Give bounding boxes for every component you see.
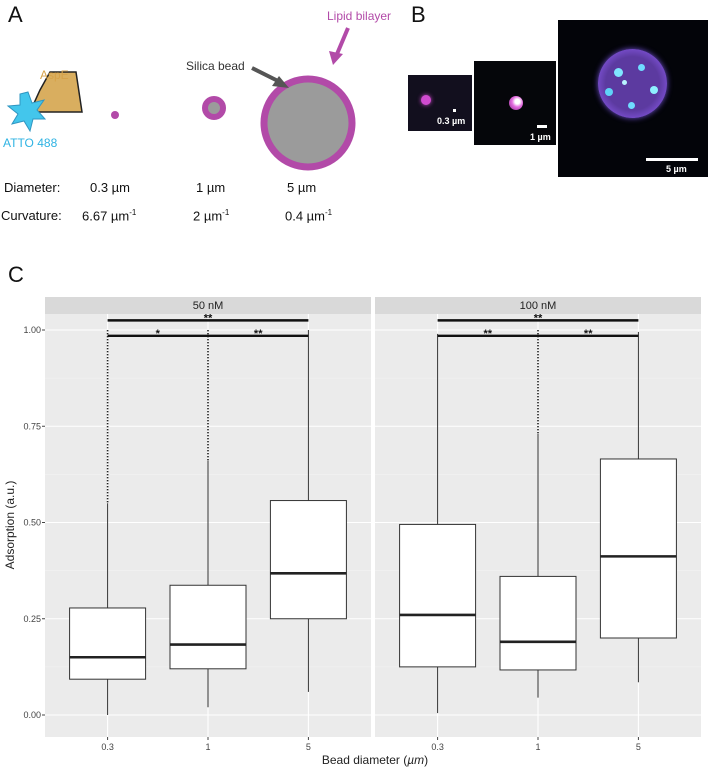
micrograph-5-spot-1 — [614, 68, 623, 77]
silica-arrow-line — [251, 66, 281, 84]
micrograph-0-3-bead — [421, 95, 431, 105]
significance-label: * — [156, 328, 161, 340]
scale-label-5: 5 µm — [666, 164, 687, 174]
x-tick-label: 5 — [306, 742, 311, 752]
lipid-arrow-line — [335, 27, 350, 55]
x-tick-label: 1 — [205, 742, 210, 752]
aspe-label: AspE — [40, 68, 69, 82]
x-axis-title-unit: µm — [407, 753, 424, 767]
x-tick-label: 0.3 — [431, 742, 444, 752]
significance-label: ** — [484, 328, 493, 340]
panel-label-c: C — [8, 262, 24, 287]
box-iqr — [169, 584, 247, 670]
micrograph-5-spot-2 — [638, 64, 645, 71]
panel-a-illustration — [6, 27, 356, 171]
silica-label: Silica bead — [186, 59, 245, 73]
box-iqr — [399, 523, 477, 668]
diameter-5: 5 µm — [287, 180, 317, 195]
diameter-1: 1 µm — [196, 180, 226, 195]
x-axis-title-prefix: Bead diameter ( — [322, 753, 407, 767]
micrograph-5-spot-5 — [628, 102, 635, 109]
significance-label: ** — [584, 328, 593, 340]
diameter-row-label: Diameter: — [4, 180, 61, 195]
curvature-1-exp: -1 — [222, 208, 230, 217]
micrograph-0-3: 0.3 µm — [408, 75, 472, 131]
facet-strip — [45, 297, 371, 314]
significance-label: ** — [254, 328, 263, 340]
facet-label: 50 nM — [193, 300, 224, 312]
y-tick-label: 0.50 — [23, 518, 41, 528]
micrograph-1-bead — [509, 96, 523, 110]
scale-bar-1 — [537, 125, 547, 128]
panel-label-b: B — [411, 2, 426, 27]
y-axis-title: Adsorption (a.u.) — [3, 481, 17, 570]
curvature-row-label: Curvature: — [1, 208, 62, 223]
scale-label-1: 1 µm — [530, 132, 551, 142]
micrograph-5-spot-4 — [650, 86, 658, 94]
lipid-label: Lipid bilayer — [327, 9, 392, 23]
curvature-0-3: 6.67 µm-1 — [82, 208, 136, 223]
curvature-0-3-value: 6.67 µm — [82, 208, 130, 224]
micrograph-1: 1 µm — [474, 61, 556, 145]
atto-star — [6, 91, 47, 133]
x-tick-label: 1 — [535, 742, 540, 752]
box-chart: Adsorption (a.u.) Bead diameter (µm) 0.0… — [3, 297, 701, 767]
curvature-1: 2 µm-1 — [193, 208, 229, 223]
y-tick-label: 0.25 — [23, 614, 41, 624]
box-iqr — [69, 607, 147, 680]
scale-bar-5 — [646, 158, 698, 161]
micrograph-5-spot-6 — [622, 80, 627, 85]
panel-label-a: A — [8, 2, 23, 27]
x-tick-label: 5 — [636, 742, 641, 752]
micrograph-5-spot-3 — [605, 88, 613, 96]
bead-1 — [202, 96, 226, 120]
box-iqr — [269, 500, 347, 620]
facet-strip — [375, 297, 701, 314]
silica-arrow-head — [272, 76, 289, 88]
x-axis-title: Bead diameter (µm) — [322, 753, 428, 767]
curvature-0-3-exp: -1 — [129, 208, 137, 217]
bead-5 — [260, 75, 356, 171]
facet-label: 100 nM — [520, 300, 557, 312]
y-tick-label: 0.00 — [23, 710, 41, 720]
curvature-5-exp: -1 — [325, 208, 333, 217]
x-tick-label: 0.3 — [101, 742, 114, 752]
diameter-0-3: 0.3 µm — [90, 180, 131, 195]
atto-label: ATTO 488 — [3, 136, 58, 150]
scale-bar-0-3 — [453, 109, 456, 112]
box-iqr — [499, 575, 577, 671]
x-axis-title-suffix: ) — [424, 753, 428, 767]
curvature-1-value: 2 µm — [193, 208, 223, 224]
y-tick-label: 1.00 — [23, 325, 41, 335]
curvature-5-value: 0.4 µm — [285, 208, 326, 224]
significance-label: ** — [534, 312, 543, 324]
y-tick-label: 0.75 — [23, 421, 41, 431]
scale-label-0-3: 0.3 µm — [437, 116, 466, 126]
micrograph-5: 5 µm — [558, 20, 708, 177]
bead-0-3 — [111, 111, 119, 119]
significance-label: ** — [204, 312, 213, 324]
curvature-5: 0.4 µm-1 — [285, 208, 332, 223]
lipid-arrow-head — [329, 51, 343, 65]
box-iqr — [599, 458, 677, 639]
